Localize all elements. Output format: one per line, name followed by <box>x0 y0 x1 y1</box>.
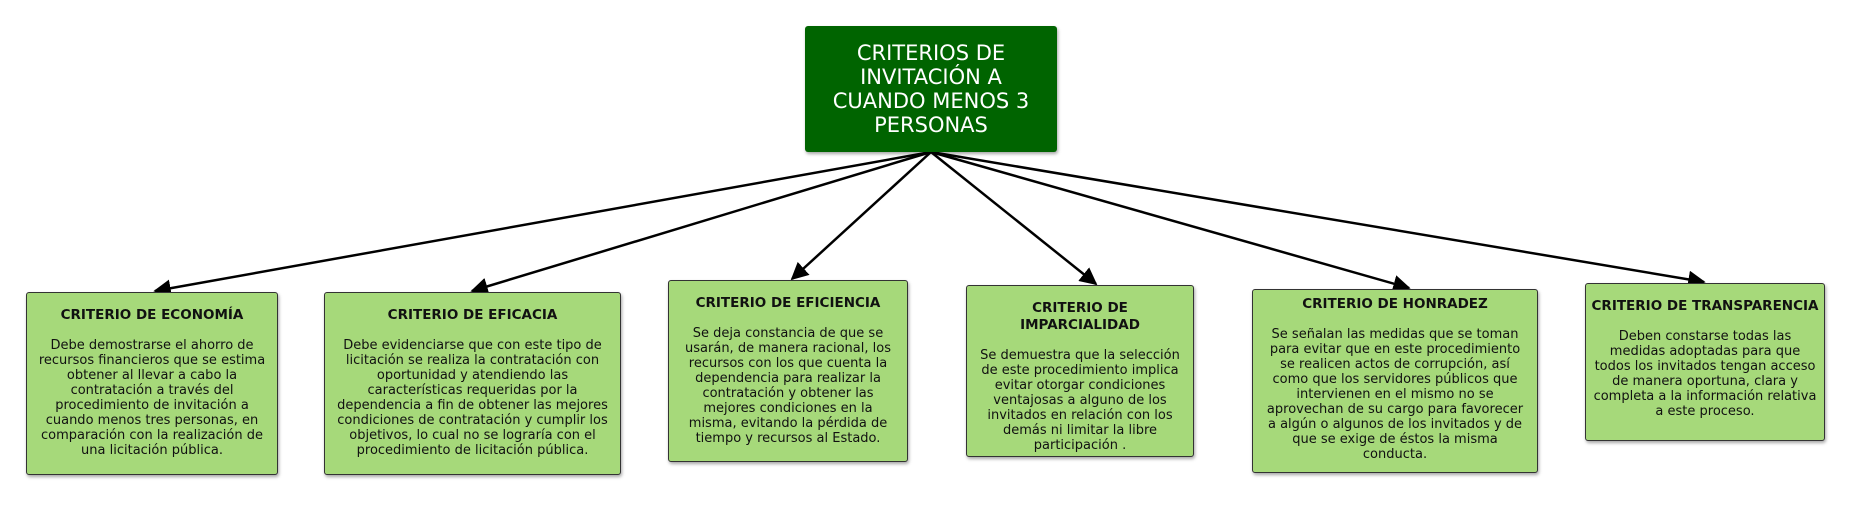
node-eficiencia: CRITERIO DE EFICIENCIA Se deja constanci… <box>668 280 908 462</box>
node-eficacia: CRITERIO DE EFICACIA Debe evidenciarse q… <box>324 292 621 475</box>
node-title-eficiencia: CRITERIO DE EFICIENCIA <box>695 295 881 311</box>
node-transparencia: CRITERIO DE TRANSPARENCIA Deben constars… <box>1585 283 1825 441</box>
root-title: CRITERIOS DE INVITACIÓN A CUANDO MENOS 3… <box>832 41 1030 137</box>
root-node: CRITERIOS DE INVITACIÓN A CUANDO MENOS 3… <box>805 26 1057 152</box>
node-title-honradez: CRITERIO DE HONRADEZ <box>1302 296 1488 312</box>
node-imparcialidad: CRITERIO DE IMPARCIALIDAD Se demuestra q… <box>966 285 1194 457</box>
edge-transparencia <box>930 150 1706 289</box>
node-economia: CRITERIO DE ECONOMÍA Debe demostrarse el… <box>26 292 278 475</box>
node-honradez: CRITERIO DE HONRADEZ Se señalan las medi… <box>1252 289 1538 473</box>
node-body-honradez: Se señalan las medidas que se toman para… <box>1266 327 1524 462</box>
edge-eficiencia <box>790 151 932 281</box>
node-title-imparcialidad: CRITERIO DE IMPARCIALIDAD <box>1020 300 1140 333</box>
edge-eficacia <box>470 150 932 295</box>
node-body-eficacia: Debe evidenciarse que con este tipo de l… <box>337 338 608 458</box>
node-body-imparcialidad: Se demuestra que la selección de este pr… <box>980 348 1180 453</box>
edge-honradez <box>930 150 1411 293</box>
node-title-economia: CRITERIO DE ECONOMÍA <box>60 307 244 323</box>
node-title-eficacia: CRITERIO DE EFICACIA <box>387 307 558 323</box>
node-body-eficiencia: Se deja constancia de que se usarán, de … <box>685 326 891 446</box>
edge-imparcialidad <box>930 151 1098 286</box>
node-body-transparencia: Deben constarse todas las medidas adopta… <box>1593 329 1817 419</box>
edge-economia <box>153 150 932 297</box>
node-body-economia: Debe demostrarse el ahorro de recursos f… <box>38 338 266 458</box>
node-title-transparencia: CRITERIO DE TRANSPARENCIA <box>1591 298 1819 314</box>
